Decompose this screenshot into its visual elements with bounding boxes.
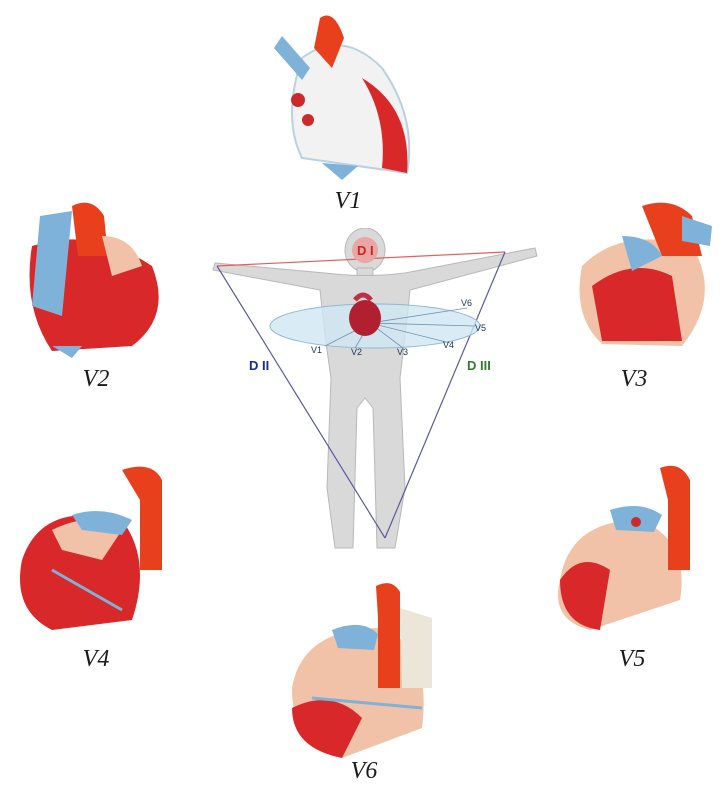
body-einthoven-figure: D I D II D III V1 V2 V3 V4 V5 V6 — [205, 228, 545, 568]
heart-v3-image — [562, 196, 722, 361]
lead-ii-label: D II — [249, 358, 269, 373]
view-label-v5: V5 — [602, 646, 662, 673]
heart-v4-image — [12, 460, 177, 635]
view-label-v4: V4 — [66, 646, 126, 673]
lead-v1-label: V1 — [311, 345, 322, 355]
view-label-v6: V6 — [334, 758, 394, 785]
lead-iii-label: D III — [467, 358, 491, 373]
lead-v4-label: V4 — [443, 340, 454, 350]
lead-v5-label: V5 — [475, 323, 486, 333]
lead-i-label: D I — [357, 243, 374, 258]
view-label-v3: V3 — [604, 366, 664, 393]
heart-v6-image — [282, 578, 442, 760]
heart-v5-image — [550, 460, 715, 635]
lead-v3-label: V3 — [397, 347, 408, 357]
human-silhouette — [213, 228, 537, 548]
view-label-v2: V2 — [66, 366, 126, 393]
heart-v2-image — [12, 196, 172, 361]
lead-v2-label: V2 — [351, 347, 362, 357]
lead-v6-label: V6 — [461, 298, 472, 308]
heart-v1-image — [262, 8, 422, 180]
view-label-v1: V1 — [318, 188, 378, 215]
